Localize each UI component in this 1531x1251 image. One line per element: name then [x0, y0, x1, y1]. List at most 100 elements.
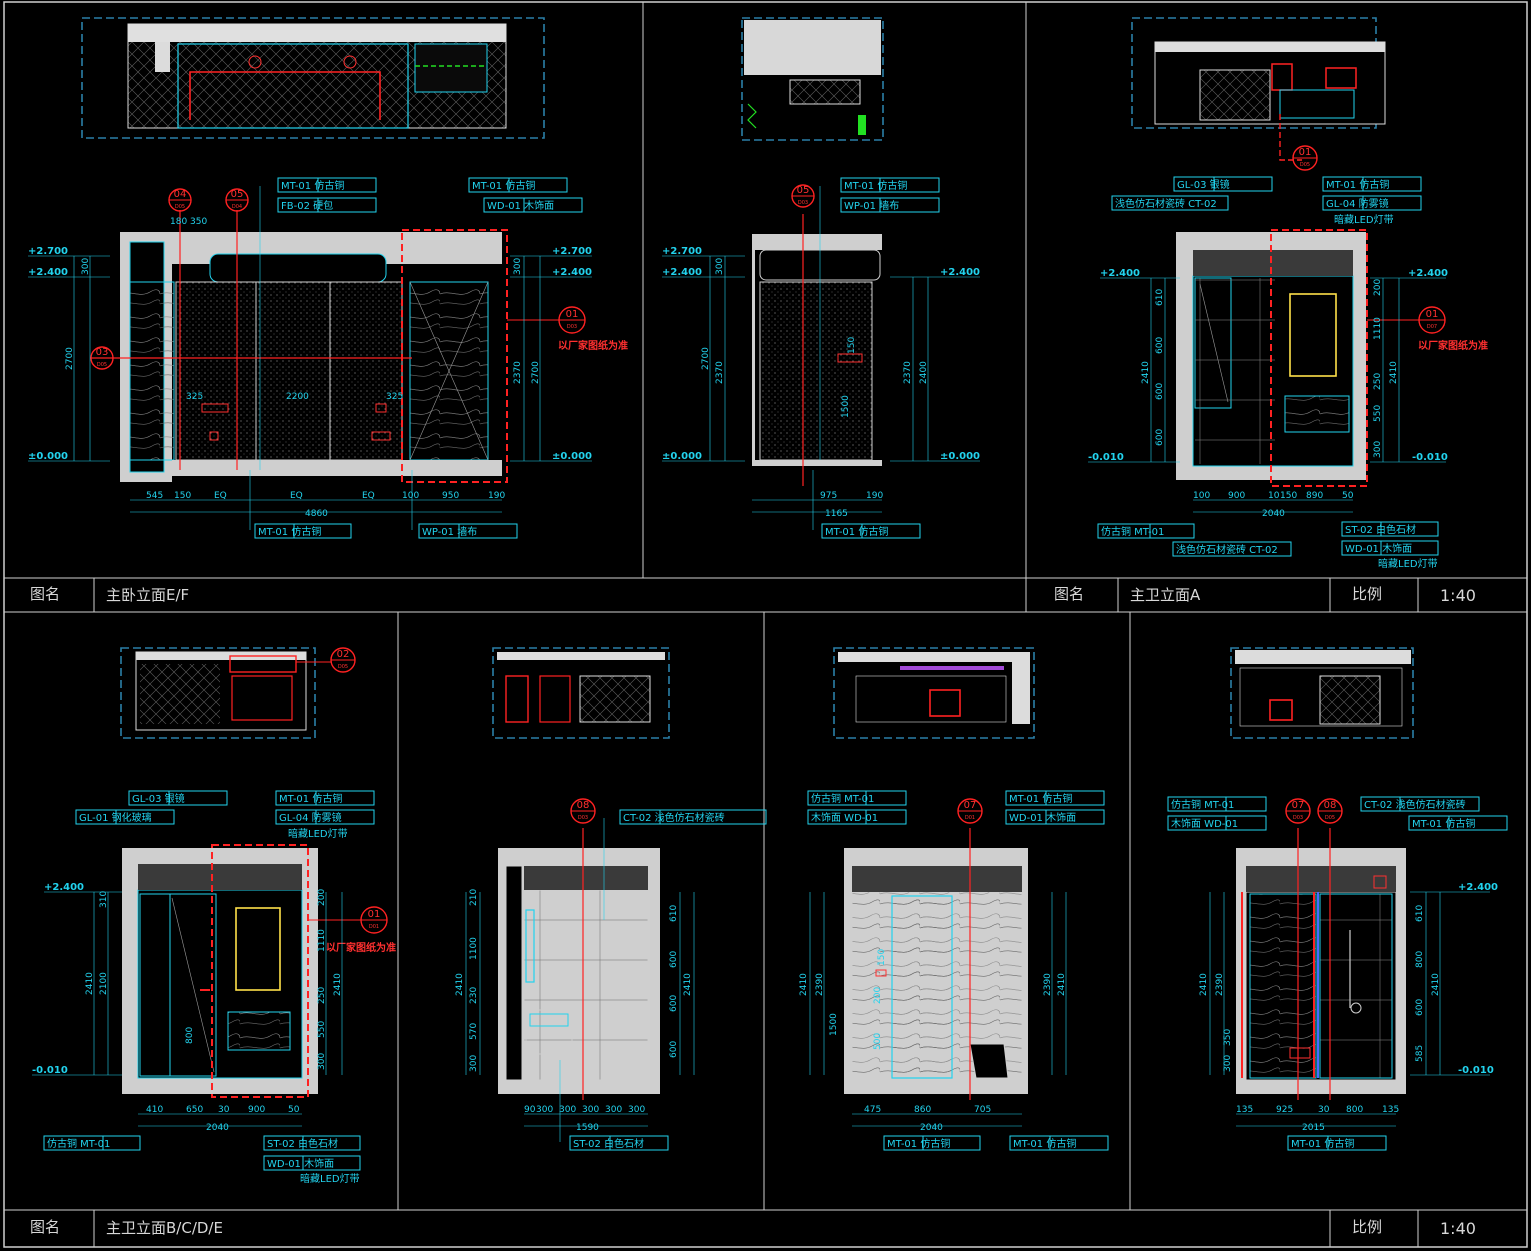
dim-a-l2: 600 — [1155, 383, 1165, 400]
title-label-top-right: 图名 — [1054, 585, 1085, 603]
title-label-top-left: 图名 — [30, 585, 61, 603]
tag-d-l1: 木饰面 WD-01 — [811, 811, 878, 824]
dim-e-r2: 2700 — [531, 361, 541, 384]
dim-c-l3: 570 — [469, 1023, 479, 1040]
level-f-0-left: ±0.000 — [662, 451, 702, 462]
dim-d-b0: 475 — [864, 1105, 881, 1115]
levels-f: +2.700 +2.400 ±0.000 +2.400 ±0.000 — [662, 246, 980, 462]
callout-a-01: 01 D05 — [1292, 145, 1318, 171]
dim-e-r1: 2370 — [513, 361, 523, 384]
dims-a: 100 900 10 150 890 50 2040 610 600 600 6… — [1141, 278, 1400, 519]
callout-c-ref: D03 — [578, 815, 588, 821]
callout-a2-num: 01 — [1426, 309, 1439, 320]
dim-b-r0: 200 — [317, 889, 327, 906]
callout-a-ref: D05 — [1300, 162, 1310, 168]
callout-e-05: 05 D04 — [225, 188, 249, 212]
dim-b-l0: 310 — [99, 891, 109, 908]
level-e-2400-right: +2.400 — [552, 267, 592, 278]
dim-e-r0: 300 — [513, 258, 523, 275]
callout-d-07: 07 D01 — [957, 798, 983, 824]
dim-c-l5: 2410 — [455, 973, 465, 996]
level-e-2400-left: +2.400 — [28, 267, 68, 278]
level-f-0-right: ±0.000 — [940, 451, 980, 462]
dim-c-r4: 2410 — [683, 973, 693, 996]
callout-b-ref: D05 — [338, 664, 348, 670]
dims-f: 975 190 1165 300 2700 2370 2370 2400 150… — [701, 256, 929, 519]
level-f-2400-right: +2.400 — [940, 267, 980, 278]
dim-e-inner: 2200 — [286, 392, 309, 402]
dim-b-r4: 300 — [317, 1053, 327, 1070]
dim-a-r4: 300 — [1373, 441, 1383, 458]
dim-b-b1: 650 — [186, 1105, 203, 1115]
dim-a-b1: 900 — [1228, 491, 1245, 501]
key-plan-b — [120, 647, 332, 739]
dim-c-b4: 300 — [605, 1105, 622, 1115]
level-b-neg: -0.010 — [32, 1065, 68, 1076]
callout-e2-07-ref: D03 — [1293, 815, 1303, 821]
dim-f-l0: 300 — [715, 258, 725, 275]
callout-e2-07: 07 D03 — [1285, 798, 1311, 824]
tags-a: GL-03 银镜 浅色仿石材瓷砖 CT-02 MT-01 仿古铜 GL-04 防… — [1097, 176, 1439, 570]
dim-d-b1: 860 — [914, 1105, 931, 1115]
dim-f-r0: 2370 — [903, 361, 913, 384]
tags-e2: 仿古铜 MT-01 木饰面 WD-01 CT-02 浅色仿石材瓷砖 MT-01 … — [1167, 796, 1508, 1151]
tag-d-r1: WD-01 木饰面 — [1009, 811, 1076, 824]
dim-e-b0: 545 — [146, 491, 163, 501]
tag-e2-l0: 仿古铜 MT-01 — [1171, 798, 1234, 811]
level-f-2700: +2.700 — [662, 246, 702, 257]
dim-d-l1: 2390 — [815, 973, 825, 996]
tag-c-1: ST-02 白色石材 — [573, 1137, 644, 1150]
elevation-panel-d: 07 D01 仿古铜 MT-01 木饰面 WD-01 MT-01 仿古铜 WD-… — [799, 647, 1109, 1151]
dim-b-m0: 800 — [185, 1027, 195, 1044]
dim-d-l2: 1500 — [829, 1013, 839, 1036]
callout-f-ref: D03 — [798, 200, 808, 206]
callout-e-01-ref: D03 — [567, 324, 577, 330]
scale-label-top: 比例 — [1352, 585, 1383, 603]
dim-c-b2: 300 — [559, 1105, 576, 1115]
elevation-b-body — [122, 844, 318, 1098]
tag-a-bl0: 仿古铜 MT-01 — [1101, 525, 1164, 538]
dim-e2-r2: 600 — [1415, 999, 1425, 1016]
dim-e2-r4: 2410 — [1431, 973, 1441, 996]
dim-b-l2: 2100 — [99, 972, 109, 995]
callout-e-05-ref: D04 — [232, 204, 242, 210]
dims-d: 475 860 705 2040 2410 2390 1500 2390 241… — [799, 892, 1067, 1133]
dim-c-l0: 210 — [469, 889, 479, 906]
callout-b2-num: 01 — [368, 909, 381, 920]
callout-c-08: 08 D03 — [570, 798, 596, 824]
dim-f-b0: 975 — [820, 491, 837, 501]
tag-b-r0: MT-01 仿古铜 — [279, 792, 342, 805]
callout-e-03-ref: D05 — [97, 362, 107, 368]
dim-d-m2: 500 — [873, 1033, 883, 1050]
dim-c-r3: 600 — [669, 1041, 679, 1058]
dim-e-b2: EQ — [214, 491, 227, 501]
dim-c-l2: 230 — [469, 987, 479, 1004]
scale-value-bottom: 1:40 — [1440, 1219, 1476, 1238]
callout-e-04: 04 D05 — [168, 188, 192, 212]
title-label-bottom: 图名 — [30, 1218, 61, 1236]
level-b-2400: +2.400 — [44, 882, 84, 893]
dim-c-b3: 300 — [582, 1105, 599, 1115]
callout-b-num: 02 — [337, 649, 350, 660]
dim-e-s6: 180 350 — [170, 217, 207, 227]
dim-e2-b2: 30 — [1318, 1105, 1330, 1115]
dim-e2-r3: 585 — [1415, 1045, 1425, 1062]
level-e-0-right: ±0.000 — [552, 451, 592, 462]
dim-f-l1: 2700 — [701, 347, 711, 370]
drawing-title-top-left: 主卧立面E/F — [106, 586, 190, 604]
dim-d-total: 2040 — [920, 1123, 943, 1133]
dim-d-l0: 2410 — [799, 973, 809, 996]
dim-e-total: 4860 — [305, 509, 328, 519]
tag-a-bl1: 浅色仿石材瓷砖 CT-02 — [1176, 543, 1278, 556]
tag-f-1: WP-01 墙布 — [844, 199, 899, 212]
dims-b: 410 650 30 900 50 2040 310 2410 2100 200… — [85, 889, 343, 1133]
drawing-title-top-right: 主卫立面A — [1130, 586, 1201, 604]
tag-a-br1: WD-01 木饰面 — [1345, 542, 1412, 555]
tag-b-l0: GL-03 银镜 — [132, 792, 185, 805]
dim-b-b2: 30 — [218, 1105, 230, 1115]
elevation-panel-e: 04 D05 05 D04 03 D05 01 D03 以厂家图纸为准 — [28, 17, 628, 539]
key-plan-e2 — [1230, 647, 1414, 739]
dim-b-r3: 550 — [317, 1021, 327, 1038]
dim-b-r5: 2410 — [333, 973, 343, 996]
